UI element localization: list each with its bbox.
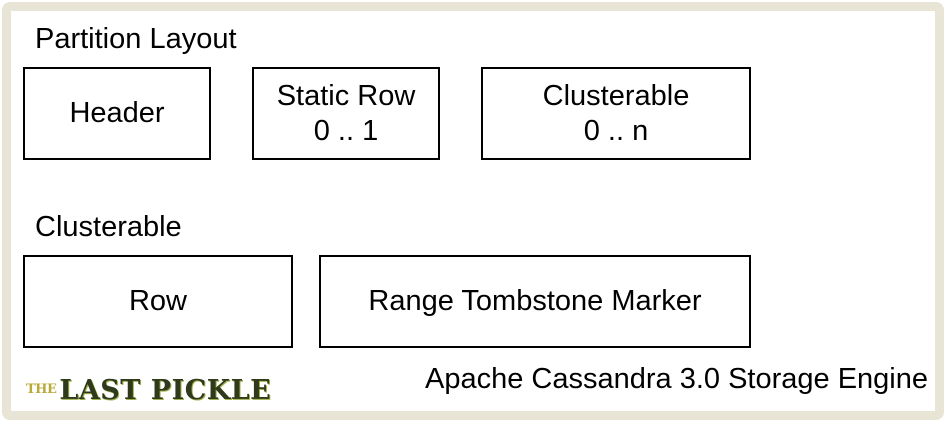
last-pickle-logo: THE LAST PICKLE <box>26 372 271 404</box>
header-box: Header <box>23 67 211 160</box>
range-tombstone-marker-box: Range Tombstone Marker <box>319 255 751 348</box>
static-row-box-range: 0 .. 1 <box>313 114 379 147</box>
row-box: Row <box>23 255 293 348</box>
clusterable-title: Clusterable <box>35 211 182 243</box>
range-tombstone-marker-box-label: Range Tombstone Marker <box>368 285 702 318</box>
partition-layout-title: Partition Layout <box>35 23 237 55</box>
row-box-label: Row <box>128 285 187 318</box>
footer-caption: Apache Cassandra 3.0 Storage Engine <box>424 363 928 395</box>
static-row-box: Static Row 0 .. 1 <box>252 67 440 160</box>
header-box-label: Header <box>69 97 165 130</box>
clusterable-box-label: Clusterable <box>542 79 690 112</box>
logo-the-text: THE <box>26 382 57 397</box>
logo-main-text: LAST PICKLE <box>59 375 272 406</box>
static-row-box-label: Static Row <box>276 79 416 112</box>
clusterable-box: Clusterable 0 .. n <box>481 67 751 160</box>
clusterable-box-range: 0 .. n <box>583 114 649 147</box>
